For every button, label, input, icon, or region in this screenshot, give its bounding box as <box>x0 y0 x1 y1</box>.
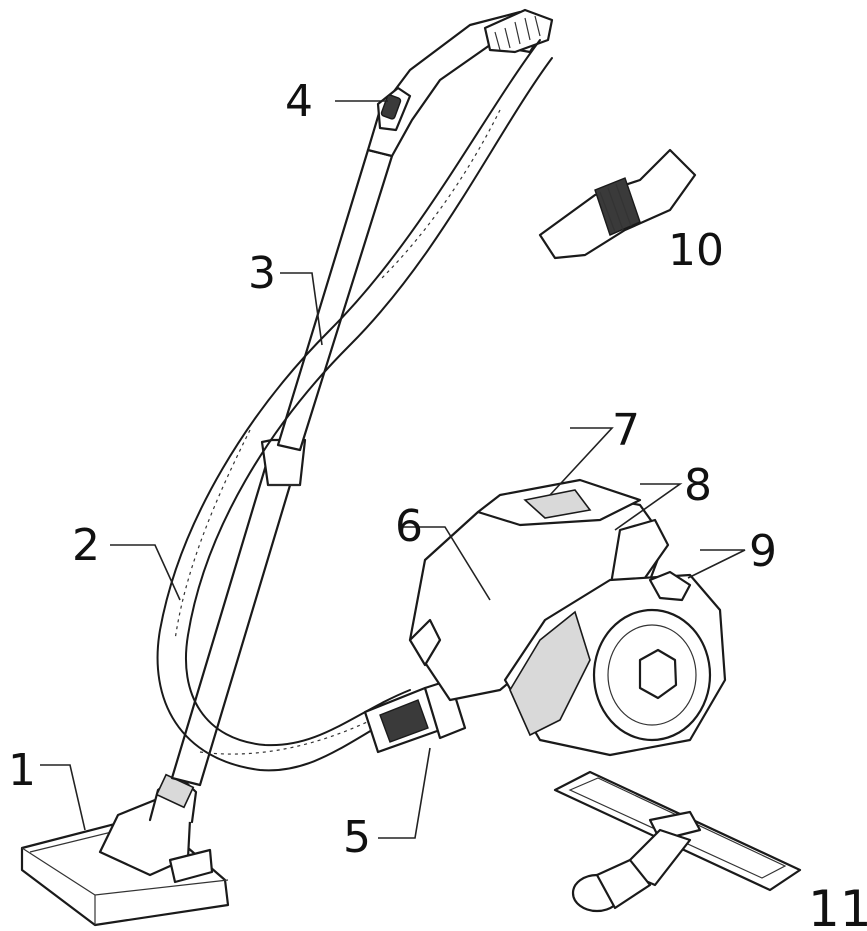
label-9: 9 <box>749 526 777 577</box>
leader-9 <box>687 549 746 579</box>
label-10: 10 <box>668 225 724 276</box>
leader-5 <box>378 747 431 839</box>
floor-brush <box>553 770 802 913</box>
label-3: 3 <box>248 248 276 299</box>
leader-lines <box>40 100 746 839</box>
leader-7 <box>549 427 614 496</box>
telescopic-tube <box>170 148 394 787</box>
crevice-tool <box>538 148 697 260</box>
label-5: 5 <box>343 812 371 863</box>
flexible-hose <box>156 39 553 772</box>
floor-nozzle <box>20 773 230 927</box>
part-labels: 1 2 3 4 5 6 7 8 9 10 11 <box>8 76 867 931</box>
label-6: 6 <box>395 501 423 552</box>
label-7: 7 <box>612 405 640 456</box>
leader-6 <box>400 526 491 601</box>
leader-8 <box>614 483 683 531</box>
canister-body <box>408 478 727 757</box>
label-8: 8 <box>684 460 712 511</box>
handle <box>366 8 554 158</box>
label-11: 11 <box>808 880 867 931</box>
leader-1 <box>40 764 86 831</box>
label-1: 1 <box>8 745 36 796</box>
label-2: 2 <box>72 520 100 571</box>
leader-2 <box>110 544 181 601</box>
hose-connector <box>363 678 467 754</box>
leader-3 <box>280 272 323 346</box>
label-4: 4 <box>285 76 313 127</box>
